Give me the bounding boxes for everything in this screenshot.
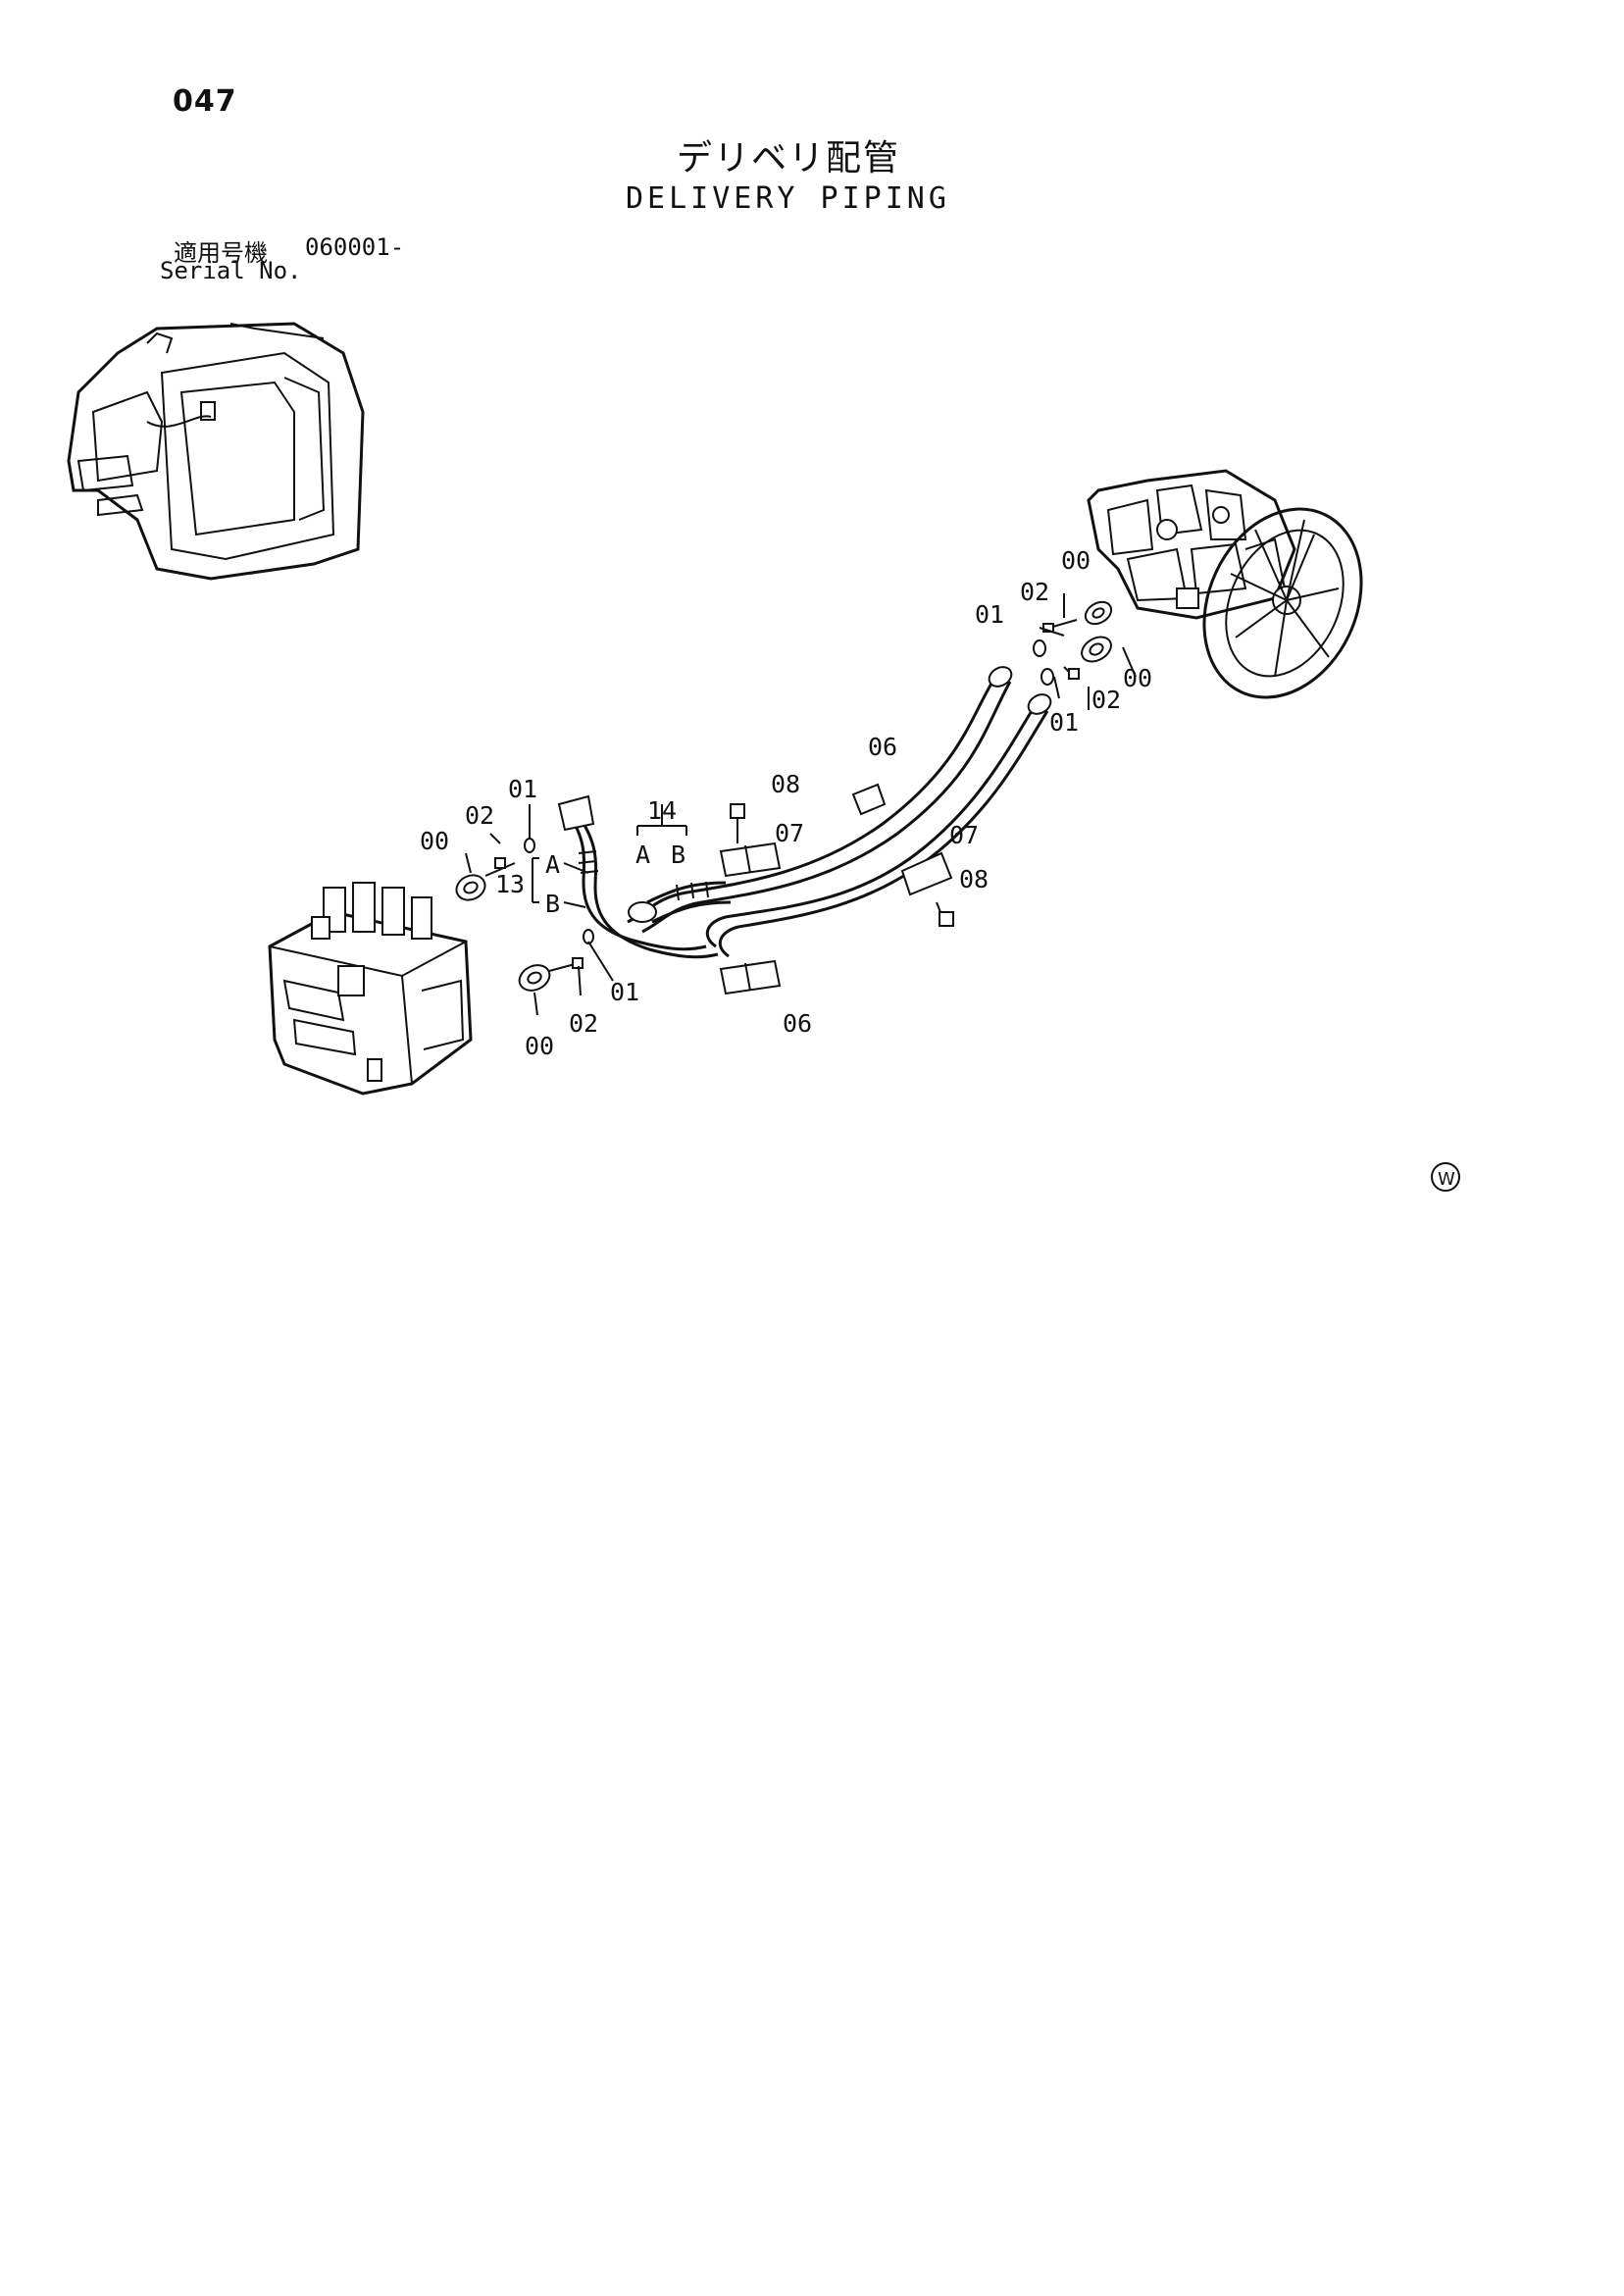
hose-clamps	[719, 783, 954, 995]
callout-01-upper: 01	[975, 600, 1004, 629]
circled-w-mark: W	[1431, 1162, 1460, 1192]
callout-07-left: 07	[775, 819, 804, 847]
callout-00-left-upper: 00	[420, 827, 449, 855]
engine-flywheel-housing	[1202, 507, 1363, 699]
callout-02-upper: 02	[1020, 578, 1049, 606]
page-number: 047	[173, 84, 237, 119]
serial-label-english: Serial No.	[160, 257, 302, 284]
callout-00-left-lower: 00	[525, 1032, 554, 1060]
callout-06-lower: 06	[783, 1009, 812, 1038]
callout-00-upper: 00	[1061, 546, 1091, 575]
callout-13: 13	[495, 870, 525, 898]
excavator-location-thumbnail	[67, 322, 365, 581]
delivery-hoses	[627, 666, 1052, 958]
callout-08-left: 08	[771, 770, 800, 798]
callout-brackets	[532, 804, 687, 908]
page-title-japanese: デリベリ配管	[677, 138, 901, 179]
callout-02-left-lower: 02	[569, 1009, 598, 1038]
callout-02-left-upper: 02	[465, 801, 494, 830]
callout-14: 14	[647, 796, 677, 825]
callout-02-lower: 02	[1091, 686, 1121, 714]
main-pump-assembly	[1087, 469, 1296, 620]
callout-01-lower: 01	[1049, 708, 1079, 737]
callout-14-b: B	[671, 841, 685, 869]
callout-01-left-lower: 01	[610, 978, 639, 1006]
callout-08-right: 08	[959, 865, 989, 893]
callout-07-right: 07	[949, 821, 979, 849]
callout-01-left-upper: 01	[508, 775, 537, 803]
callout-13-a: A	[545, 850, 560, 879]
serial-number-value: 060001-	[305, 233, 405, 261]
w-symbol-text: W	[1438, 1169, 1455, 1190]
callout-06-upper: 06	[868, 733, 897, 761]
valve-inlet-fittings	[455, 804, 614, 1016]
callout-13-b: B	[545, 890, 560, 918]
callout-00-lower: 00	[1123, 664, 1152, 692]
serial-label-japanese: 適用号機	[174, 239, 268, 267]
control-valve-assembly	[268, 882, 473, 1096]
callout-14-a: A	[635, 841, 650, 869]
control-valve-hoses	[557, 794, 732, 959]
pump-outlet-fittings	[1033, 593, 1137, 710]
page-title-english: DELIVERY PIPING	[626, 181, 950, 216]
